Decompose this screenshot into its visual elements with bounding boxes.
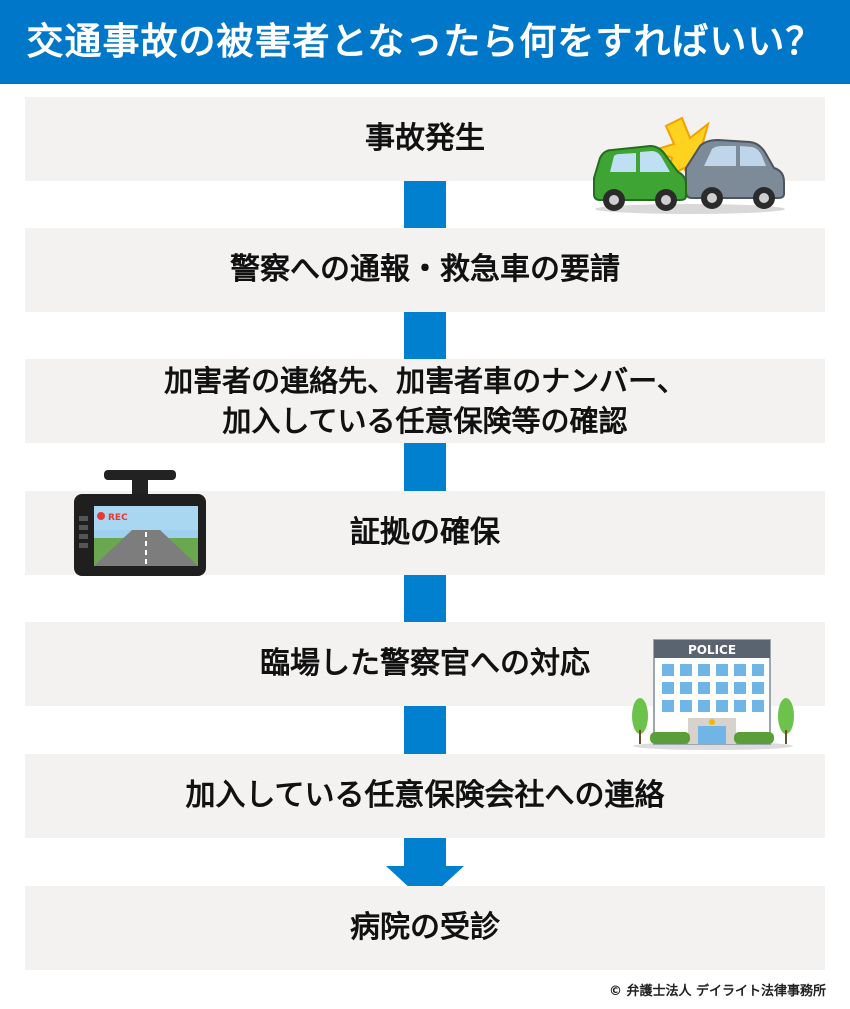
flow-connector-5 xyxy=(404,706,446,754)
step-insurance-contact: 加入している任意保険会社への連絡 xyxy=(25,754,825,838)
flow-connector-3 xyxy=(404,443,446,491)
page-title: 交通事故の被害者となったら何をすればいい？ xyxy=(26,20,824,63)
step-label: 加害者の連絡先、加害者車のナンバー、 加入している任意保険等の確認 xyxy=(164,364,686,438)
header-bar: 交通事故の被害者となったら何をすればいい？ xyxy=(0,0,850,84)
police-station-icon: POLICE xyxy=(632,639,794,750)
dashcam-rec-label: REC xyxy=(108,513,128,523)
step-label: 事故発生 xyxy=(365,121,485,156)
flow-connector-1 xyxy=(404,181,446,228)
dashcam-icon: REC xyxy=(74,470,206,576)
step-label: 臨場した警察官への対応 xyxy=(260,646,590,681)
step-label: 証拠の確保 xyxy=(350,515,500,550)
step-label: 警察への通報・救急車の要請 xyxy=(230,252,620,287)
step-label: 加入している任意保険会社への連絡 xyxy=(185,778,665,813)
step-hospital: 病院の受診 xyxy=(25,886,825,970)
step-label: 病院の受診 xyxy=(350,910,500,945)
step-report-police: 警察への通報・救急車の要請 xyxy=(25,228,825,312)
flow-connector-2 xyxy=(404,312,446,359)
flow-connector-4 xyxy=(404,575,446,623)
police-sign: POLICE xyxy=(688,643,736,657)
car-crash-icon xyxy=(593,116,785,214)
step-confirm-info: 加害者の連絡先、加害者車のナンバー、 加入している任意保険等の確認 xyxy=(25,359,825,443)
copyright: © 弁護士法人 デイライト法律事務所 xyxy=(608,984,826,999)
